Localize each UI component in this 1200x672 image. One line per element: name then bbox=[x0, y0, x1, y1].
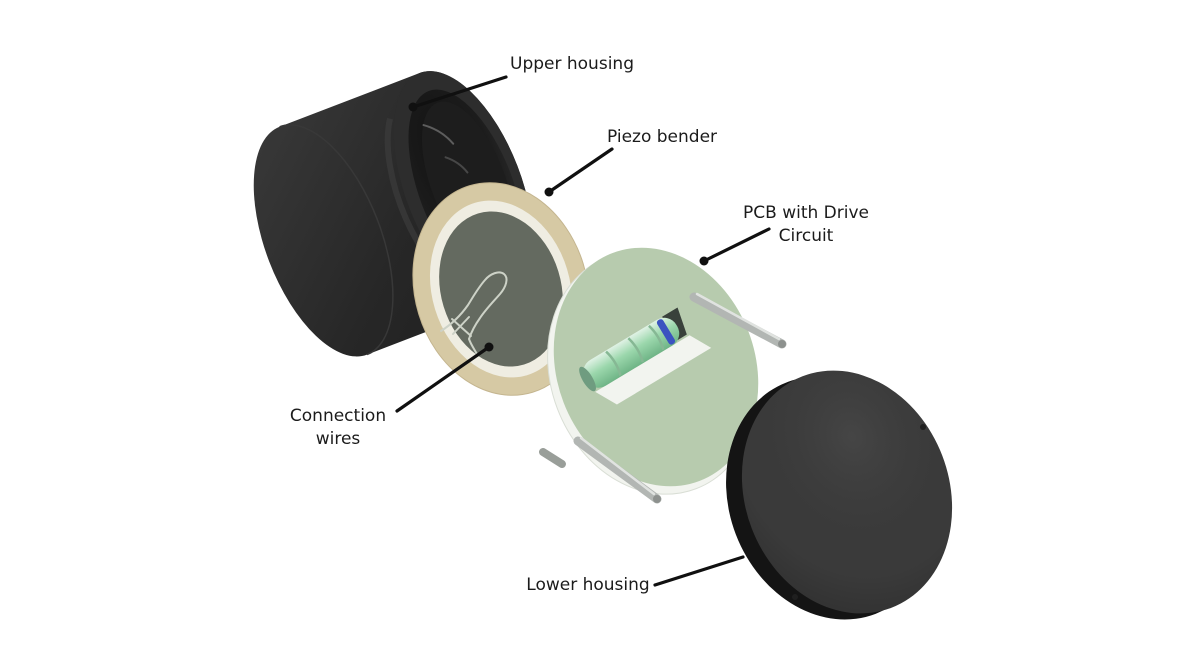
pointer-dot-upper-housing bbox=[408, 102, 418, 112]
pcb-label-line2: Circuit bbox=[778, 226, 834, 246]
pointer-dot-connection-wires bbox=[484, 342, 494, 352]
pointer-connection-wires bbox=[395, 345, 491, 413]
lower-housing-hole-2 bbox=[792, 594, 798, 600]
pointer-dot-piezo-bender bbox=[544, 187, 554, 197]
lower-housing-shading bbox=[741, 370, 953, 614]
pcb-shape bbox=[539, 247, 787, 504]
lower-housing-label: Lower housing bbox=[526, 575, 650, 595]
pcb-pin-top bbox=[689, 292, 787, 349]
piezo-ceramic-center bbox=[439, 211, 563, 367]
pointer-piezo-bender bbox=[547, 147, 614, 194]
pcb-pin-bottom bbox=[573, 436, 662, 504]
drive-component-left-cap bbox=[579, 366, 596, 392]
upper-housing-cap-edge bbox=[279, 124, 394, 356]
pointer-upper-housing bbox=[411, 75, 508, 109]
wire-loop bbox=[440, 271, 508, 340]
piezo-bender-label: Piezo bender bbox=[606, 127, 718, 147]
connection-wires-label: Connection wires bbox=[290, 405, 386, 451]
lower-housing-hole-1 bbox=[920, 424, 926, 430]
pin-bottom-highlight bbox=[579, 436, 656, 496]
piezo-bender-shape bbox=[412, 182, 590, 396]
pointer-dots bbox=[408, 102, 709, 352]
wire-cross bbox=[451, 316, 472, 337]
drive-component-body bbox=[583, 317, 680, 388]
cavity-ridge-highlight-1 bbox=[422, 124, 455, 145]
connection-wires-label-line2: wires bbox=[315, 429, 361, 449]
pcb-label-line1: PCB with Drive bbox=[743, 203, 869, 223]
pointer-pcb bbox=[702, 227, 771, 263]
upper-housing-label: Upper housing bbox=[510, 54, 634, 74]
slot-wall bbox=[595, 335, 712, 405]
connection-wires-label-line1: Connection bbox=[289, 406, 387, 426]
pointer-lower-housing bbox=[653, 555, 745, 587]
pcb-label: PCB with Drive Circuit bbox=[743, 202, 869, 248]
pin-bottom-endcap bbox=[653, 495, 661, 503]
drive-component-bands bbox=[605, 324, 665, 376]
pointer-dot-pcb bbox=[699, 256, 709, 266]
pcb-slot bbox=[579, 307, 712, 405]
pointer-lines bbox=[395, 75, 771, 587]
cavity-ridge-highlight-2 bbox=[444, 156, 469, 174]
lower-housing-shape bbox=[726, 370, 953, 620]
pcb-pin-stub bbox=[539, 448, 566, 468]
pin-top-endcap bbox=[778, 340, 786, 348]
drive-component-blue-band bbox=[656, 319, 676, 345]
pin-top-highlight bbox=[695, 292, 781, 341]
